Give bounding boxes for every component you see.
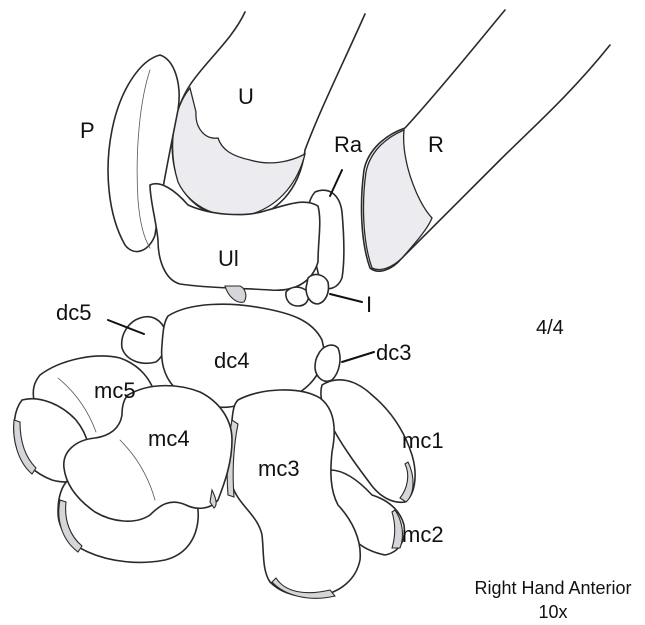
label-dc5: dc5 xyxy=(56,300,91,325)
label-ra: Ra xyxy=(334,132,363,157)
label-mc4: mc4 xyxy=(148,426,190,451)
leader-i xyxy=(330,294,362,302)
radius xyxy=(362,10,610,271)
ulna xyxy=(172,12,365,218)
label-ul: Ul xyxy=(218,246,239,271)
label-mc3: mc3 xyxy=(258,456,300,481)
leader-ra xyxy=(330,170,342,196)
label-i: I xyxy=(366,292,372,317)
label-dc4: dc4 xyxy=(214,348,249,373)
leader-dc3 xyxy=(342,352,374,362)
stage-label: 4/4 xyxy=(536,317,564,339)
label-p: P xyxy=(80,118,95,143)
label-u: U xyxy=(238,84,254,109)
caption-view: Right Hand Anterior xyxy=(474,578,631,598)
caption-magnification: 10x xyxy=(538,602,567,622)
label-r: R xyxy=(428,132,444,157)
distal-carpal-5 xyxy=(122,317,167,363)
label-dc3: dc3 xyxy=(376,340,411,365)
label-mc1: mc1 xyxy=(402,428,444,453)
label-mc2: mc2 xyxy=(402,522,444,547)
label-mc5: mc5 xyxy=(94,378,136,403)
